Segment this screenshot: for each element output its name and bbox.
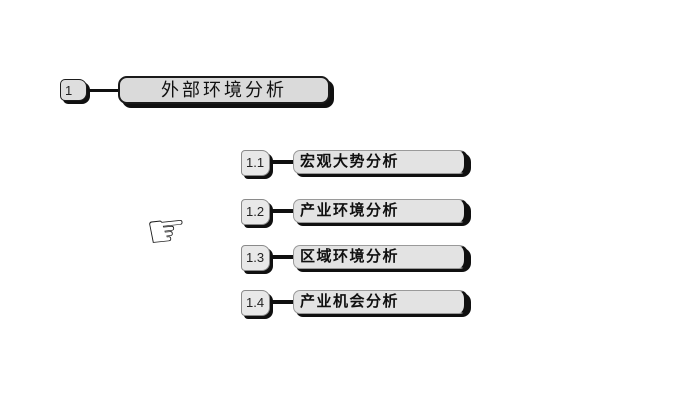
child-number-box: 1.2: [241, 199, 270, 225]
child-number-box: 1.4: [241, 290, 270, 316]
child-node-label: 产业环境分析: [293, 199, 468, 223]
child-connector-line: [268, 209, 294, 213]
child-connector-line: [268, 255, 294, 259]
root-number-box: 1: [60, 79, 87, 101]
child-node-label: 区域环境分析: [293, 245, 468, 269]
child-connector-line: [268, 300, 294, 304]
child-number-box: 1.1: [241, 150, 270, 176]
child-connector-line: [268, 160, 294, 164]
child-number-box: 1.3: [241, 245, 270, 271]
child-node-row: 1.2 产业环境分析: [0, 199, 693, 229]
child-node-row: 1.4 产业机会分析: [0, 290, 693, 320]
root-connector-line: [86, 89, 120, 92]
child-node-label: 宏观大势分析: [293, 150, 468, 174]
child-node-label: 产业机会分析: [293, 290, 468, 314]
root-node-label: 外部环境分析: [118, 76, 330, 104]
child-node-row: 1.3 区域环境分析: [0, 245, 693, 275]
child-node-row: 1.1 宏观大势分析: [0, 150, 693, 180]
